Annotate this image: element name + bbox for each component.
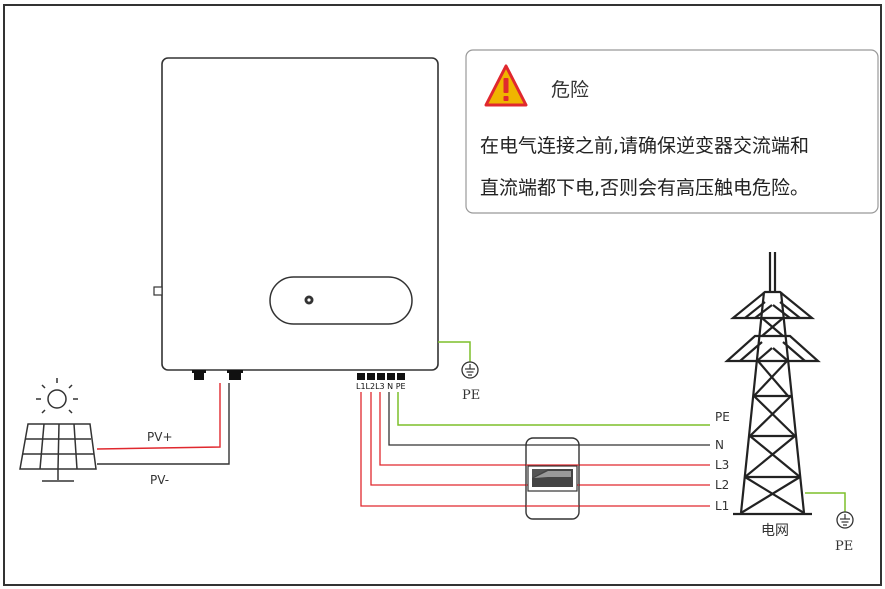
danger-line-2: 直流端都下电,否则会有高压触电危险。 <box>480 177 809 199</box>
ground-icon <box>836 511 854 529</box>
pv-minus-label: PV- <box>150 473 169 487</box>
grid-tower-icon <box>724 252 821 516</box>
pv-plus-cable <box>96 383 221 450</box>
pe-label-grid: PE <box>835 539 853 554</box>
dc-connector-plus <box>192 370 206 380</box>
inverter-logo-icon <box>304 295 314 305</box>
dc-connector-minus <box>227 370 243 380</box>
ac-breaker <box>525 437 580 520</box>
n-cable <box>388 392 710 446</box>
line-label-l1: L1 <box>715 499 729 513</box>
ac-terminal-labels: L1L2L3 N PE <box>356 382 406 391</box>
danger-title: 危险 <box>551 79 589 101</box>
pv-minus-cable <box>97 383 230 465</box>
grid-ground: PE <box>805 492 854 554</box>
ground-icon <box>461 361 479 379</box>
grid-label: 电网 <box>761 523 789 539</box>
l1-cable <box>360 392 710 507</box>
line-label-l3: L3 <box>715 458 729 472</box>
inverter: L1L2L3 N PE <box>153 57 439 391</box>
line-label-l2: L2 <box>715 478 729 492</box>
danger-notice: 危险 在电气连接之前,请确保逆变器交流端和 直流端都下电,否则会有高压触电危险。 <box>465 49 879 214</box>
inverter-ground: PE <box>438 341 480 403</box>
pv-plus-label: PV+ <box>147 430 173 444</box>
danger-line-1: 在电气连接之前,请确保逆变器交流端和 <box>480 135 809 157</box>
warning-triangle-icon <box>484 64 528 107</box>
line-label-n: N <box>715 438 724 452</box>
dc-cables <box>96 383 230 465</box>
l2-cable <box>370 392 710 486</box>
inverter-display-panel <box>269 276 413 325</box>
sun-icon <box>36 378 78 414</box>
ac-cables <box>360 392 710 507</box>
pe-cable <box>397 392 710 426</box>
line-label-pe: PE <box>715 410 730 424</box>
ac-terminal-block <box>357 373 405 380</box>
pe-label-inverter: PE <box>462 388 480 403</box>
l3-cable <box>379 392 710 466</box>
solar-panel-icon <box>19 378 97 482</box>
